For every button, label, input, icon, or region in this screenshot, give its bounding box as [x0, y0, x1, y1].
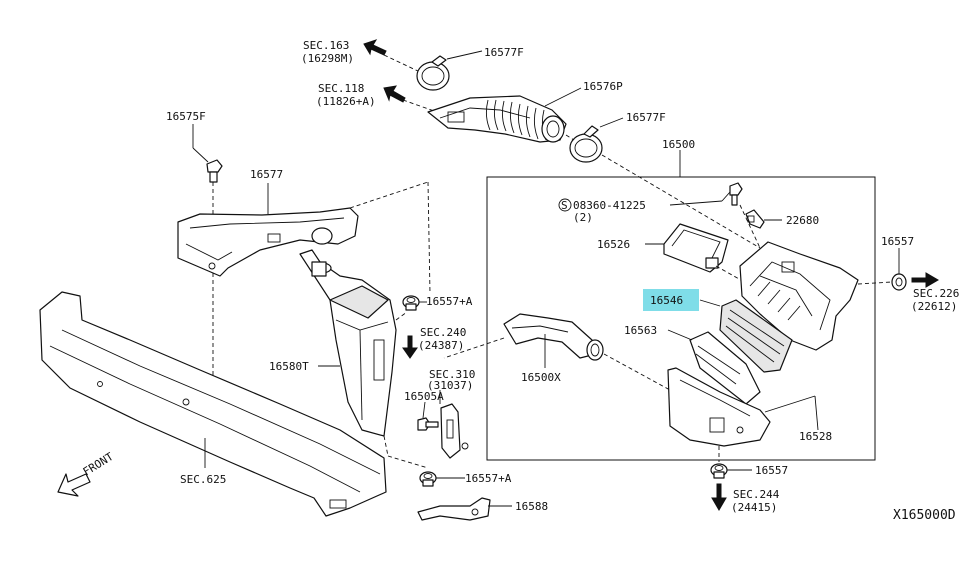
label-sec226-sub: (22612) [911, 300, 957, 313]
label-16526: 16526 [597, 238, 630, 251]
label-16588: 16588 [515, 500, 548, 513]
label-16500X: 16500X [521, 371, 561, 384]
cover-16526 [663, 223, 729, 273]
label-bolt-qty: (2) [573, 211, 593, 224]
label-sec163-sub: (16298M) [301, 52, 354, 65]
label-16505A: 16505A [404, 390, 444, 403]
label-16557-bottom: 16557 [755, 464, 788, 477]
label-diagram-id: X165000D [893, 508, 956, 523]
sec240-arrow [402, 335, 418, 359]
grommet-16557A-bottom [419, 471, 437, 487]
bolt-symbol-circle [558, 198, 572, 212]
label-sec244-sub: (24415) [731, 501, 777, 514]
bolt-16575F [206, 159, 223, 183]
lower-housing [667, 367, 771, 447]
label-sec163: SEC.163 [303, 39, 349, 52]
sec226-arrow [911, 272, 939, 288]
upper-case-16528 [739, 241, 859, 351]
label-16580T: 16580T [269, 360, 309, 373]
core-support-sec625 [39, 291, 387, 517]
screw-08360-41225 [729, 182, 743, 206]
label-sec310: SEC.310 [429, 368, 475, 381]
grommet-16557A-top [402, 295, 420, 311]
label-sec118-sub: (11826+A) [316, 95, 376, 108]
bracket-sec310 [440, 403, 469, 459]
label-16577F-right: 16577F [626, 111, 666, 124]
sec163-arrow [363, 39, 387, 56]
label-16575F: 16575F [166, 110, 206, 123]
label-16576P: 16576P [583, 80, 623, 93]
intake-tube-16500X [503, 313, 604, 361]
grommet-16557-bottom [710, 463, 728, 479]
label-bolt-code: 08360-41225 [573, 199, 646, 212]
label-16557A-top: 16557+A [426, 295, 473, 308]
label-16546: 16546 [650, 294, 683, 307]
label-front: FRONT [81, 450, 116, 479]
label-16577: 16577 [250, 168, 283, 181]
label-16563: 16563 [624, 324, 657, 337]
label-sec240: SEC.240 [420, 326, 466, 339]
resonator-16580T [299, 249, 397, 437]
label-16557A-bottom: 16557+A [465, 472, 512, 485]
sensor-22680 [745, 209, 765, 229]
filter-element-16546 [719, 299, 793, 373]
highlight-16546 [643, 289, 699, 311]
sec118-arrow [383, 85, 406, 103]
label-22680: 22680 [786, 214, 819, 227]
label-sec625: SEC.625 [180, 473, 226, 486]
label-16577F-top: 16577F [484, 46, 524, 59]
grommet-16557-right [891, 273, 907, 291]
air-intake-16577 [177, 207, 359, 277]
front-arrow [57, 473, 91, 497]
assembly-box-16500 [486, 176, 876, 461]
label-sec240-sub: (24387) [418, 339, 464, 352]
bolt-16505A [417, 417, 439, 431]
clamp-16577F-right [569, 125, 603, 163]
label-sec244: SEC.244 [733, 488, 780, 501]
label-16500: 16500 [662, 138, 695, 151]
label-16557-right: 16557 [881, 235, 914, 248]
clamp-16577F-top [416, 55, 450, 91]
label-sec310-sub: (31037) [427, 379, 473, 392]
bracket-16588 [417, 497, 491, 521]
label-sec226: SEC.226 [913, 287, 959, 300]
sec244-arrow [711, 483, 727, 511]
label-sec118: SEC.118 [318, 82, 364, 95]
label-bolt-symbol: S [561, 199, 568, 212]
lower-case-16563 [689, 331, 761, 405]
label-16528: 16528 [799, 430, 832, 443]
air-duct-16576P [427, 95, 567, 143]
